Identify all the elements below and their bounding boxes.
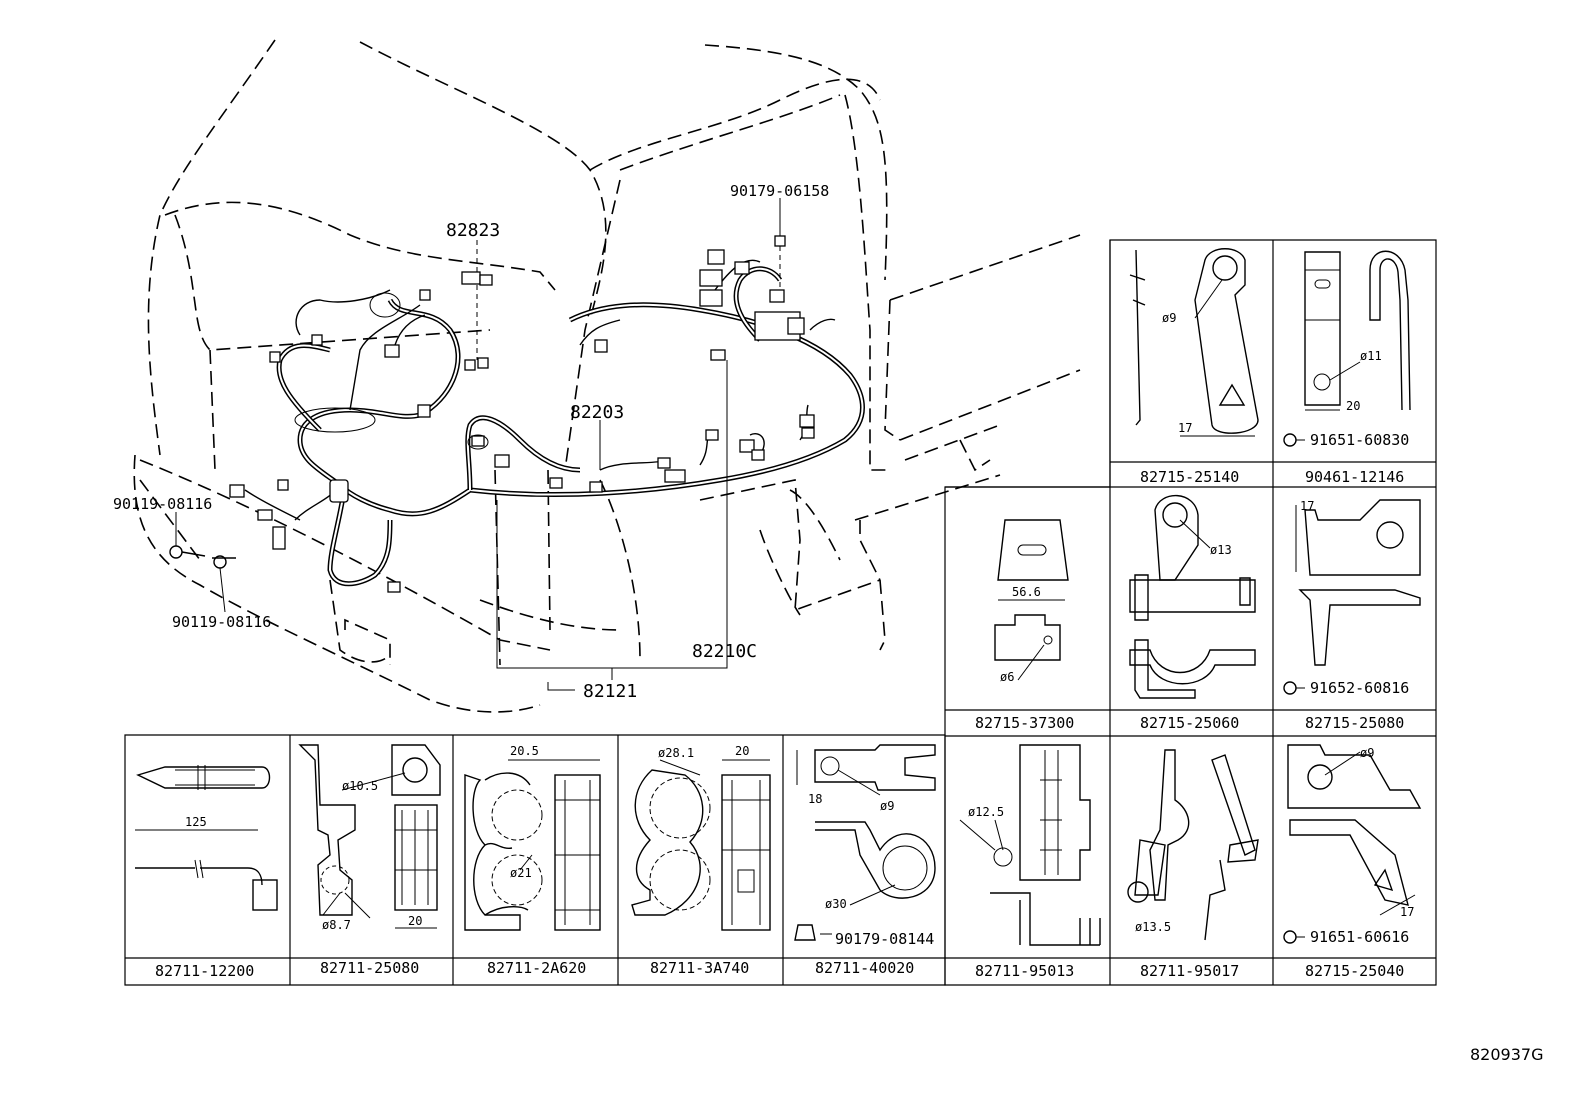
main-wire-harness (244, 259, 865, 587)
dim-82711-40020-dia-large: ø30 (825, 897, 847, 911)
dim-82711-40020-height: 18 (808, 792, 822, 806)
part-90461-12146: ø11 20 91651-60830 90461-12146 (1283, 250, 1411, 486)
part-number-82711-12200: 82711-12200 (155, 962, 254, 980)
dim-82715-25040-dia: ø9 (1360, 746, 1374, 760)
part-82711-2A620: ø21 20.5 82711-2A620 (464, 744, 601, 977)
part-number-82711-3A740: 82711-3A740 (650, 959, 749, 977)
vehicle-outline (133, 39, 1081, 713)
dim-82711-95017-dia: ø13.5 (1135, 920, 1171, 934)
part-number-82711-25080: 82711-25080 (320, 959, 419, 977)
dim-82715-37300-width: 56.6 (1012, 585, 1041, 599)
part-number-82715-25080: 82715-25080 (1305, 714, 1404, 732)
parts-table-right (944, 239, 1437, 986)
part-82715-25140: ø9 17 82715-25140 (1129, 248, 1259, 486)
sub-part-91651-60616: 91651-60616 (1310, 928, 1409, 946)
label-90119-08116-lower: 90119-08116 (172, 613, 271, 631)
leader-lines (175, 198, 781, 691)
dim-82715-25060-dia: ø13 (1210, 543, 1232, 557)
dim-82711-25080-dia-small: ø8.7 (322, 918, 351, 932)
dim-90461-12146-dia: ø11 (1360, 349, 1382, 363)
part-82715-25060: ø13 82715-25060 (1129, 494, 1256, 732)
label-90119-08116-upper: 90119-08116 (113, 495, 212, 513)
part-82711-25080: ø8.7 ø10.5 20 82711-25080 (298, 744, 441, 977)
dim-90461-12146-len: 20 (1346, 399, 1360, 413)
dim-82711-3A740-width: 20 (735, 744, 749, 758)
part-82711-12200: 125 82711-12200 (135, 765, 278, 980)
part-number-82715-25040: 82715-25040 (1305, 962, 1404, 980)
dim-82715-37300-dia: ø6 (1000, 670, 1014, 684)
dim-82715-25080-height: 17 (1300, 499, 1314, 513)
part-82715-37300: 56.6 ø6 82715-37300 (975, 519, 1074, 732)
label-82121: 82121 (583, 681, 637, 702)
dim-82711-2A620-width: 20.5 (510, 744, 539, 758)
part-82711-3A740: ø28.1 20 82711-3A740 (631, 744, 771, 977)
part-82715-25040: ø9 17 91651-60616 82715-25040 (1283, 744, 1422, 980)
part-82711-40020: 18 ø9 ø30 90179-08144 82711-40020 (794, 744, 936, 977)
dim-82715-25140-dia: ø9 (1162, 311, 1176, 325)
part-number-82711-2A620: 82711-2A620 (487, 959, 586, 977)
part-number-82711-95017: 82711-95017 (1140, 962, 1239, 980)
part-number-82715-37300: 82715-37300 (975, 714, 1074, 732)
dim-82715-25040-len: 17 (1400, 905, 1414, 919)
label-82823: 82823 (446, 220, 500, 241)
parts-table-bottom (124, 734, 946, 986)
part-number-82711-40020: 82711-40020 (815, 959, 914, 977)
dim-82711-25080-dia-large: ø10.5 (342, 779, 378, 793)
main-labels: 82823 90179-06158 82203 90119-08116 9011… (113, 182, 829, 702)
dim-82711-2A620-dia: ø21 (510, 866, 532, 880)
dim-82711-12200-len: 125 (185, 815, 207, 829)
dim-82715-25140-len: 17 (1178, 421, 1192, 435)
part-number-82711-95013: 82711-95013 (975, 962, 1074, 980)
sub-part-91651-60830: 91651-60830 (1310, 431, 1409, 449)
label-82203: 82203 (570, 402, 624, 423)
dim-82711-40020-dia-small: ø9 (880, 799, 894, 813)
part-82711-95013: ø12.5 82711-95013 (959, 744, 1101, 980)
sub-part-91652-60816: 91652-60816 (1310, 679, 1409, 697)
bolts (169, 545, 236, 569)
part-number-90461-12146: 90461-12146 (1305, 468, 1404, 486)
dim-82711-95013-dia: ø12.5 (968, 805, 1004, 819)
dim-82711-25080-width: 20 (408, 914, 422, 928)
part-82711-95017: ø13.5 82711-95017 (1127, 749, 1259, 980)
part-number-82715-25060: 82715-25060 (1140, 714, 1239, 732)
sub-part-90179-08144: 90179-08144 (835, 930, 934, 948)
dim-82711-3A740-dia: ø28.1 (658, 746, 694, 760)
diagram-reference-code: 820937G (1470, 1045, 1543, 1064)
part-82715-25080: 17 91652-60816 82715-25080 (1283, 499, 1421, 732)
label-90179-06158: 90179-06158 (730, 182, 829, 200)
label-82210C: 82210C (692, 641, 757, 662)
part-number-82715-25140: 82715-25140 (1140, 468, 1239, 486)
harness-connectors (229, 235, 815, 593)
